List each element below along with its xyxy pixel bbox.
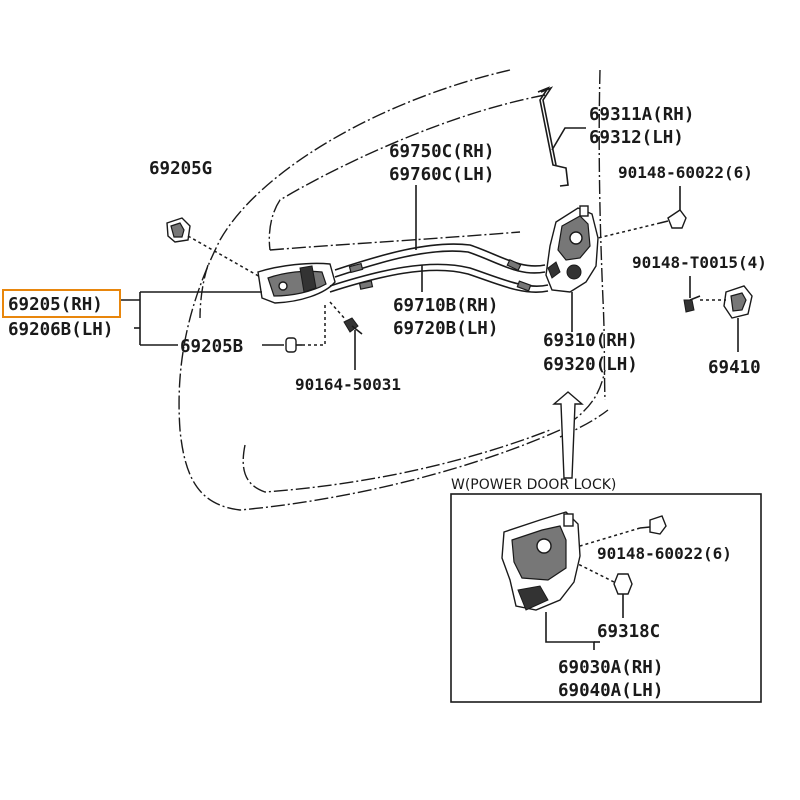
label-90148-60022: 90148-60022(6)	[618, 163, 753, 182]
label-69720B-lh: 69720B(LH)	[393, 319, 498, 339]
label-69310-rh: 69310(RH)	[543, 331, 638, 351]
label-69311A-rh: 69311A(RH)	[589, 105, 694, 125]
label-69710B-rh: 69710B(RH)	[393, 296, 498, 316]
leader-69205G	[187, 235, 263, 279]
leader-69205B-dash	[302, 305, 326, 346]
leader-90164-dash	[329, 301, 347, 321]
lock-cables	[329, 243, 549, 293]
label-90148-T0015: 90148-T0015(4)	[632, 253, 767, 272]
label-69205B: 69205B	[180, 337, 243, 357]
label-69205G: 69205G	[149, 159, 212, 179]
handle-bezel-69205G	[166, 217, 191, 243]
inset-title: W(POWER DOOR LOCK)	[451, 477, 616, 493]
inset-screw-90148-60022	[639, 515, 667, 535]
label-69320-lh: 69320(LH)	[543, 355, 638, 375]
label-69750C-rh: 69750C(RH)	[389, 142, 494, 162]
door-body-outline	[178, 69, 609, 511]
leader-90148a-dash	[597, 222, 661, 239]
arrow-to-inset	[552, 391, 584, 479]
label-69040A-lh: 69040A(LH)	[558, 681, 663, 701]
inset-power-door-lock	[450, 493, 762, 703]
label-69206B-lh: 69206B(LH)	[8, 320, 113, 340]
inset-leader-nut-dash	[577, 563, 615, 583]
power-door-lock-69030A	[501, 511, 581, 611]
door-striker-69410	[723, 285, 753, 319]
label-90164-50031: 90164-50031	[295, 375, 401, 394]
nut-69318C	[613, 573, 633, 595]
label-69312-lh: 69312(LH)	[589, 128, 684, 148]
label-inset-90148-60022: 90148-60022(6)	[597, 544, 732, 563]
clip-69205B	[285, 337, 302, 353]
inside-handle-69205	[257, 262, 336, 304]
screw-90164-50031	[343, 317, 363, 335]
link-rod-69311A	[537, 86, 569, 187]
inset-leader-69030A	[545, 612, 595, 650]
label-69410: 69410	[708, 358, 761, 378]
label-69030A-rh: 69030A(RH)	[558, 658, 663, 678]
screw-90148-60022	[659, 209, 687, 229]
leader-69205-bracket	[120, 291, 262, 346]
label-69318C: 69318C	[597, 622, 660, 642]
screw-90148-T0015	[683, 295, 701, 313]
leader-69311A	[551, 127, 586, 151]
door-lock-69310	[545, 205, 599, 293]
highlight-box-69205	[2, 289, 121, 318]
label-69205-rh: 69205(RH)	[8, 295, 103, 315]
label-69760C-lh: 69760C(LH)	[389, 165, 494, 185]
inset-leader-screw-dash	[579, 527, 641, 547]
